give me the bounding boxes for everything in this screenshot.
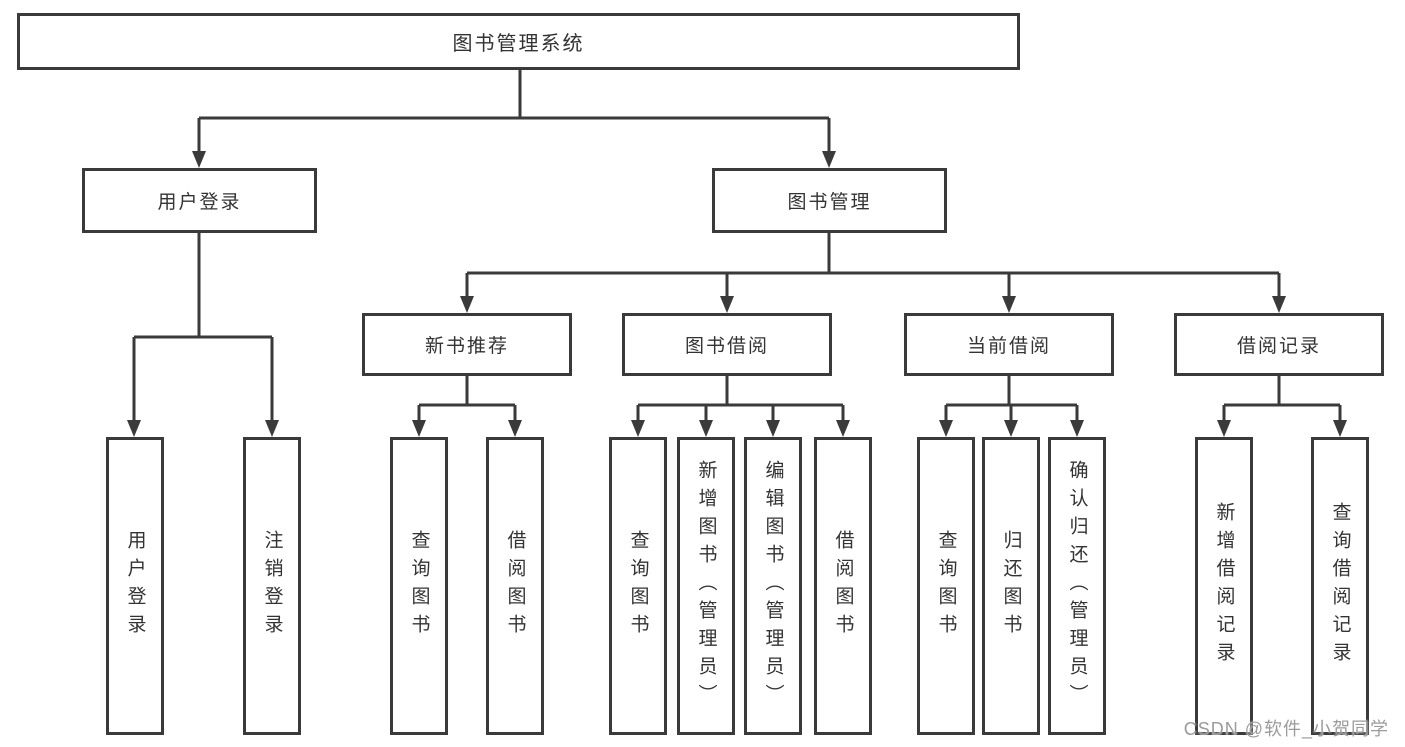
leaf-label: 借阅图书 bbox=[832, 530, 854, 642]
leaf-label: 注销登录 bbox=[261, 530, 283, 642]
leaf-query-books: 查询图书 bbox=[609, 437, 667, 735]
leaf-add-books-admin: 新增图书（管理员） bbox=[677, 437, 735, 735]
leaf-query-books: 查询图书 bbox=[390, 437, 448, 735]
leaf-label: 查询图书 bbox=[935, 530, 957, 642]
leaf-label: 编辑图书（管理员） bbox=[762, 460, 784, 712]
leaf-label: 用户登录 bbox=[124, 530, 146, 642]
node-borrowing-records: 借阅记录 bbox=[1174, 313, 1384, 376]
leaf-user-login: 用户登录 bbox=[106, 437, 164, 735]
leaf-label: 新增借阅记录 bbox=[1213, 502, 1235, 670]
leaf-label: 确认归还（管理员） bbox=[1066, 460, 1088, 712]
leaf-label: 借阅图书 bbox=[504, 530, 526, 642]
leaf-borrow-books: 借阅图书 bbox=[814, 437, 872, 735]
node-library-system: 图书管理系统 bbox=[17, 13, 1020, 70]
leaf-label: 查询借阅记录 bbox=[1329, 502, 1351, 670]
leaf-borrow-books: 借阅图书 bbox=[486, 437, 544, 735]
leaf-return-books: 归还图书 bbox=[982, 437, 1040, 735]
leaf-edit-books-admin: 编辑图书（管理员） bbox=[744, 437, 802, 735]
leaf-add-borrow-record: 新增借阅记录 bbox=[1195, 437, 1253, 735]
csdn-watermark: CSDN @软件_小贺同学 bbox=[1183, 719, 1389, 739]
leaf-label: 查询图书 bbox=[627, 530, 649, 642]
node-book-management: 图书管理 bbox=[712, 168, 947, 233]
leaf-label: 查询图书 bbox=[408, 530, 430, 642]
leaf-query-borrow-record: 查询借阅记录 bbox=[1311, 437, 1369, 735]
node-current-borrowing: 当前借阅 bbox=[904, 313, 1114, 376]
leaf-confirm-return-admin: 确认归还（管理员） bbox=[1048, 437, 1106, 735]
node-user-login: 用户登录 bbox=[82, 168, 317, 233]
leaf-query-books: 查询图书 bbox=[917, 437, 975, 735]
node-new-book-recommend: 新书推荐 bbox=[362, 313, 572, 376]
leaf-label: 归还图书 bbox=[1000, 530, 1022, 642]
node-book-borrowing: 图书借阅 bbox=[622, 313, 832, 376]
leaf-label: 新增图书（管理员） bbox=[695, 460, 717, 712]
leaf-logout: 注销登录 bbox=[243, 437, 301, 735]
